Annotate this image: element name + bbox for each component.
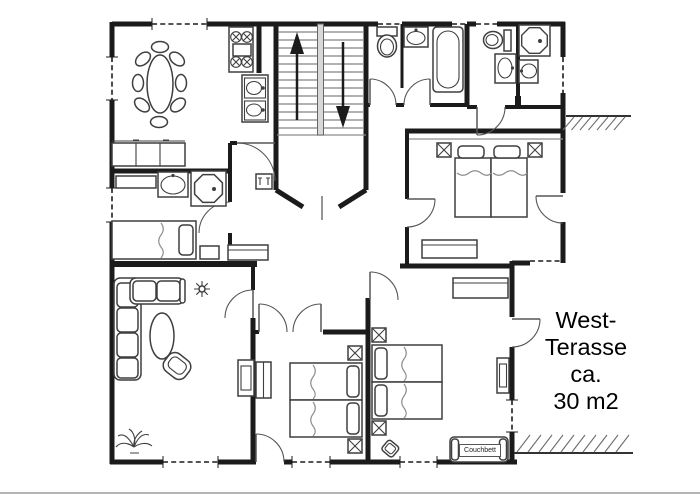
sideboard xyxy=(111,139,186,167)
toilet xyxy=(376,26,398,58)
stove xyxy=(228,26,254,73)
terrace-hatching xyxy=(514,115,633,454)
shower xyxy=(518,24,551,57)
armchair xyxy=(162,351,192,381)
palm-plant-icon xyxy=(115,428,153,454)
page-divider-line xyxy=(0,492,700,494)
washbasin xyxy=(403,26,429,48)
bathroom-two xyxy=(482,24,551,84)
coffee-table xyxy=(149,312,175,360)
corner-sofa xyxy=(113,277,186,381)
radiator xyxy=(115,175,157,189)
bathroom-left xyxy=(115,170,273,207)
potted-plant-icon xyxy=(194,281,210,297)
nightstand-x xyxy=(527,142,543,158)
bedroom-top-right xyxy=(421,142,543,259)
washbasin xyxy=(494,53,517,84)
terrace-label-line: Terasse xyxy=(544,334,628,360)
pillow xyxy=(374,384,388,417)
washbasin xyxy=(518,59,539,84)
windows xyxy=(106,18,564,468)
terrace-label-line: ca. xyxy=(570,361,602,387)
fireplace xyxy=(237,359,255,397)
pillow xyxy=(346,365,360,398)
tv-shelf xyxy=(496,357,510,394)
exterior-walls xyxy=(109,21,566,465)
up-arrow-icon xyxy=(290,32,304,120)
down-arrow-icon xyxy=(336,42,350,128)
bedroom-left xyxy=(111,220,269,261)
staircase xyxy=(278,23,363,136)
bedroom-bottom-left xyxy=(255,345,363,454)
shower xyxy=(190,170,227,207)
bathtub xyxy=(432,26,464,93)
nightstand-x xyxy=(371,327,387,343)
bedside-table xyxy=(199,245,220,260)
fixture-box-icon xyxy=(255,173,273,190)
side-chair xyxy=(381,439,400,458)
pillow xyxy=(374,347,388,380)
dining-chairs xyxy=(131,40,188,129)
pillow xyxy=(457,145,485,159)
nightstand-x xyxy=(347,438,363,454)
door-arcs xyxy=(198,78,564,463)
kitchen xyxy=(228,26,269,123)
couch-bed-label: Couchbett xyxy=(459,444,501,457)
dresser xyxy=(452,277,509,299)
terrace-label: West- Terasse ca. 30 m2 xyxy=(530,307,642,415)
terrace-label-line: 30 m2 xyxy=(553,388,619,414)
nightstand-x xyxy=(436,142,452,158)
bedroom-bottom-right xyxy=(371,277,510,463)
dresser xyxy=(421,239,478,259)
bathroom-one xyxy=(376,26,464,93)
dining-room xyxy=(111,40,188,167)
dresser xyxy=(227,244,269,261)
bed xyxy=(490,157,528,218)
terrace-label-line: West- xyxy=(555,307,617,333)
shelf xyxy=(255,361,272,399)
bed xyxy=(454,157,492,218)
pillow xyxy=(178,224,194,256)
washbasin xyxy=(157,171,189,198)
nightstand-x xyxy=(347,345,363,361)
pillow xyxy=(346,402,360,435)
pillow xyxy=(493,145,521,159)
living-room xyxy=(113,277,255,454)
toilet xyxy=(482,29,512,52)
nightstand-x xyxy=(371,420,387,436)
dining-table xyxy=(146,54,174,114)
kitchen-sink xyxy=(241,74,269,123)
